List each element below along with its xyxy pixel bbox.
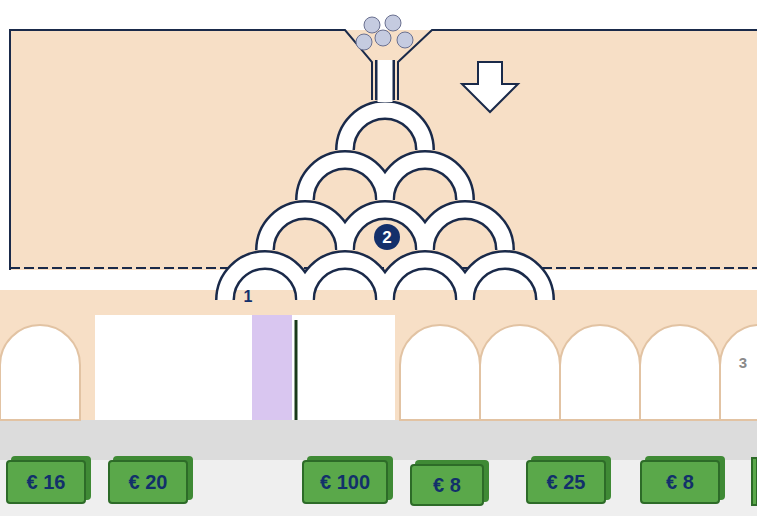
callout-number: 3 bbox=[739, 355, 747, 370]
callout-number: 2 bbox=[382, 229, 391, 246]
callout-number: 1 bbox=[244, 289, 253, 305]
prize-amount: € 20 bbox=[129, 471, 168, 494]
money-box: € 16 bbox=[6, 460, 86, 504]
prize-amount: € 16 bbox=[27, 471, 66, 494]
money-box: € 20 bbox=[108, 460, 188, 504]
money-box: € 8 bbox=[640, 460, 720, 504]
prize-amount: € 25 bbox=[547, 471, 586, 494]
prize-amount: € 8 bbox=[666, 471, 694, 494]
money-box: € 100 bbox=[302, 460, 388, 504]
money-box: € 8 bbox=[410, 464, 484, 506]
prize-amount: € 100 bbox=[320, 471, 370, 494]
prize-amount: € 8 bbox=[433, 474, 461, 497]
money-box: € 25 bbox=[526, 460, 606, 504]
